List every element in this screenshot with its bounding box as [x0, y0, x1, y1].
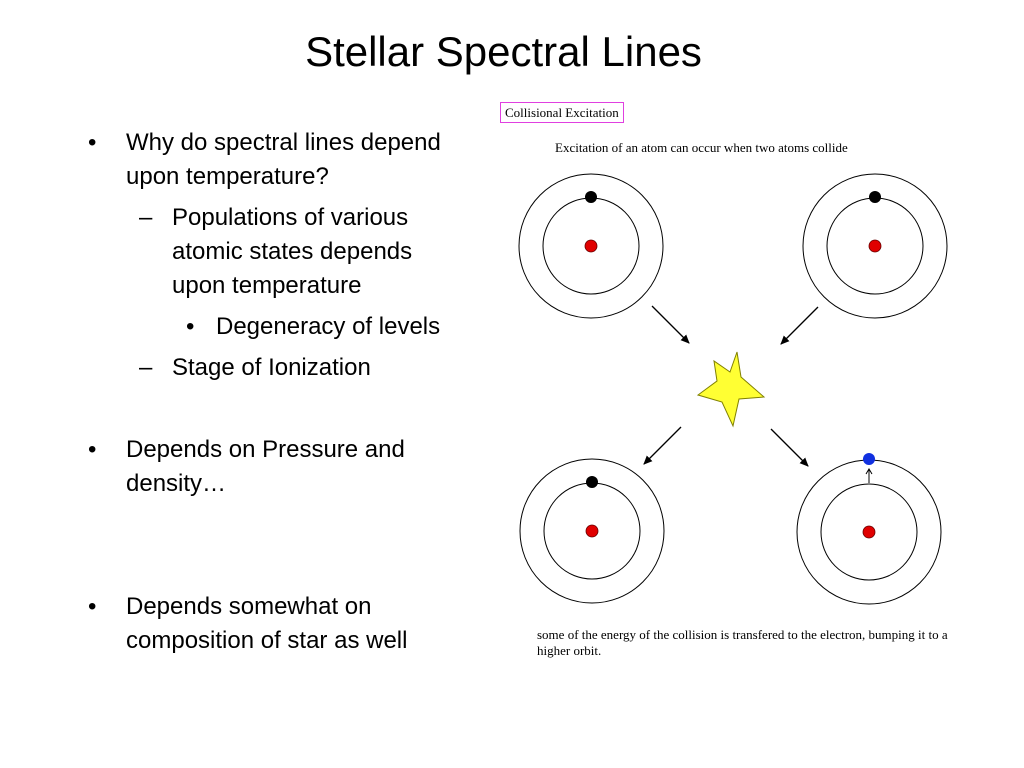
figure-label: Collisional Excitation — [500, 102, 624, 123]
bullet-marker: • — [88, 593, 97, 620]
collision-star-icon — [696, 351, 766, 428]
bullet-list: • Why do spectral lines depend upon temp… — [0, 0, 500, 768]
atom-icon — [519, 458, 665, 604]
slide-title: Stellar Spectral Lines — [305, 28, 702, 75]
bullet-text: Why do spectral lines depend upon temper… — [126, 129, 441, 190]
atom-icon — [802, 173, 948, 319]
sub-bullet-text: Populations of various atomic states dep… — [172, 204, 413, 299]
dash-marker: – — [139, 354, 153, 381]
bullet-text: Depends somewhat on composition of star … — [126, 593, 408, 654]
figure-caption-top: Excitation of an atom can occur when two… — [555, 140, 848, 155]
bullet-marker: • — [88, 129, 97, 156]
arrow-icon — [770, 428, 809, 467]
nucleus-icon — [585, 524, 599, 538]
dash-marker: – — [139, 204, 153, 231]
electron-icon — [869, 191, 881, 203]
bullet-marker: • — [88, 436, 97, 463]
collisional-excitation-figure: Collisional Excitation Excitation of an … — [495, 96, 965, 666]
sub-sub-bullet-text: Degeneracy of levels — [216, 313, 441, 340]
arrow-icon — [780, 306, 819, 345]
nucleus-icon — [868, 239, 882, 253]
atom-icon — [518, 173, 664, 319]
arrow-icon — [651, 305, 690, 344]
arrow-icon — [643, 426, 682, 465]
up-arrow-icon — [865, 468, 873, 483]
figure-drawing — [518, 173, 948, 605]
nucleus-icon — [584, 239, 598, 253]
figure-caption-bottom: some of the energy of the collision is t… — [537, 627, 948, 658]
electron-icon — [585, 191, 597, 203]
bullet-text: Depends on Pressure and density… — [126, 436, 405, 497]
atom-icon — [796, 453, 942, 605]
electron-icon — [586, 476, 598, 488]
nucleus-icon — [862, 525, 876, 539]
bullet-marker: • — [186, 313, 195, 340]
excited-electron-icon — [863, 453, 875, 465]
sub-bullet-text: Stage of Ionization — [172, 354, 371, 381]
